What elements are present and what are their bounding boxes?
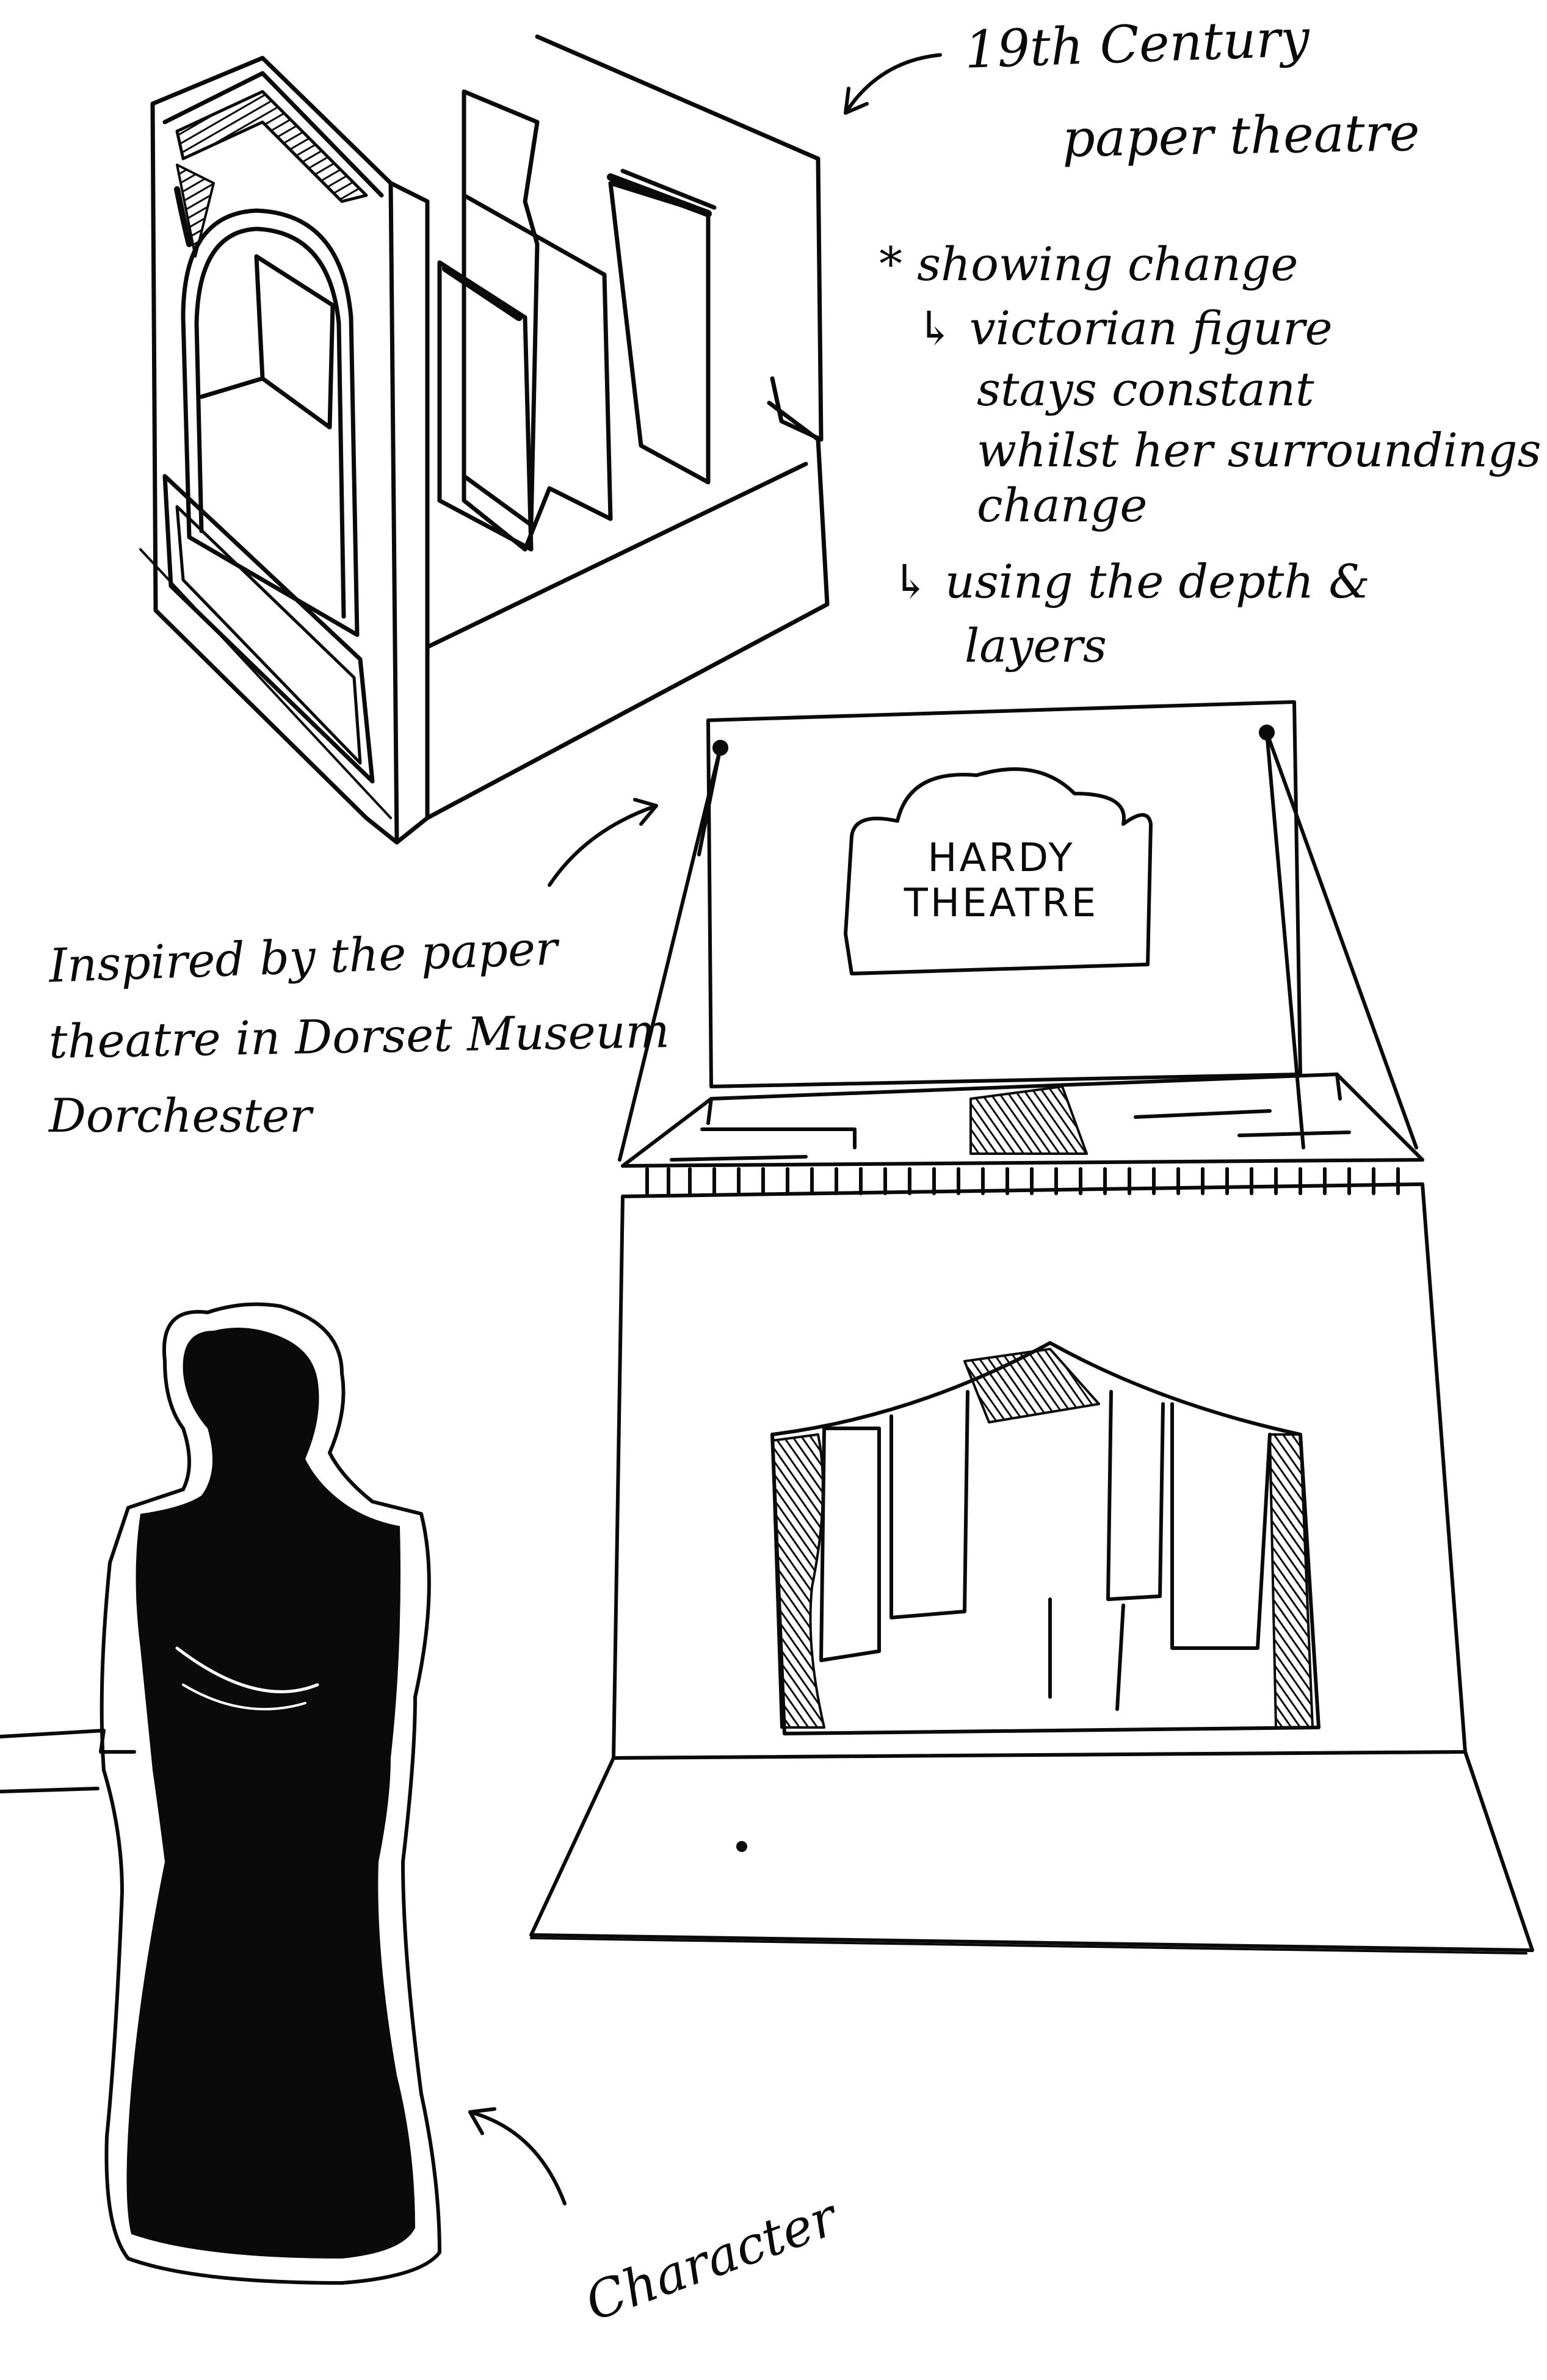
theatre-sign: HARDY THEATRE	[849, 836, 1154, 926]
title-line-1: 19th Century	[963, 8, 1311, 80]
sign-line-2: THEATRE	[904, 880, 1099, 926]
note-figure-line-2: stays constant	[977, 362, 1314, 416]
sign-line-1: HARDY	[927, 836, 1075, 881]
note-showing-change: * showing change	[879, 237, 1299, 291]
note-figure-line-1: ↳ victorian figure	[916, 301, 1333, 355]
note-depth-line-1: ↳ using the depth &	[891, 554, 1371, 609]
hardy-theatre-sketch	[529, 700, 1534, 1955]
inspired-arrow	[548, 798, 658, 887]
paper-theatre-sketch	[139, 34, 830, 845]
note-depth-line-2: layers	[965, 618, 1107, 673]
victorian-figure-silhouette	[100, 1302, 441, 2285]
note-figure-line-3: whilst her surroundings	[977, 423, 1542, 477]
title-line-2: paper theatre	[1062, 102, 1421, 169]
note-figure-line-4: change	[977, 478, 1148, 532]
figure-pointer	[0, 1729, 136, 1793]
character-arrow	[468, 2107, 567, 2205]
inspired-line-2: theatre in Dorset Museum	[48, 1004, 670, 1069]
title-arrow	[844, 53, 942, 115]
inspired-line-3: Dorchester	[49, 1088, 312, 1143]
